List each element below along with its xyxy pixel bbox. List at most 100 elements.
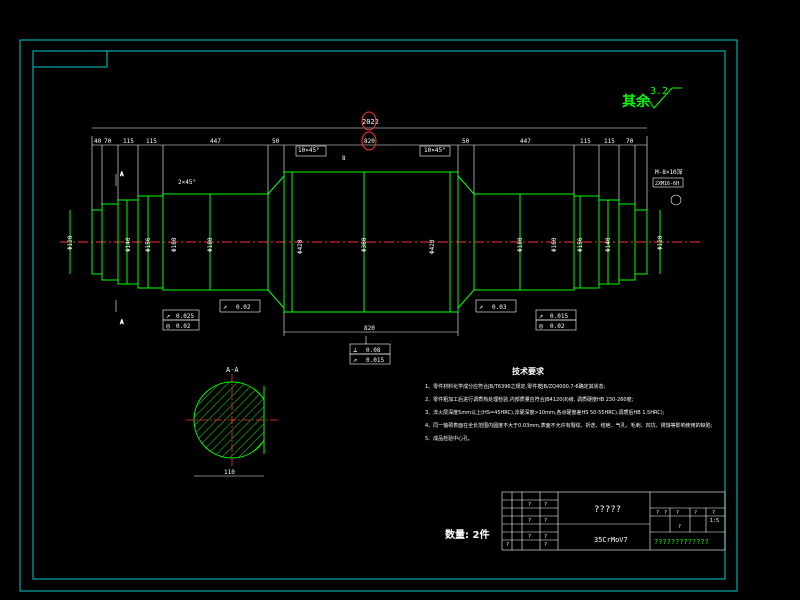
small-cell-1: ? (528, 502, 531, 508)
small-cell-8: ? (544, 542, 547, 548)
dim-seg-4: 115 (146, 138, 157, 145)
dia-body-inner-right: Φ420 (429, 239, 436, 254)
dia-right-5: Φ120 (657, 235, 664, 250)
ctol-1-symbol: ⊥ (353, 346, 357, 354)
small-cell-3: ? (528, 518, 531, 524)
inner-frame (32, 50, 726, 580)
tolerance-frame-6: ◎ 0.02 (535, 319, 577, 331)
dim-seg-7: 10×45° (298, 147, 320, 154)
tol-5-symbol: ↗ (539, 312, 543, 320)
title-company: ????????????? (654, 538, 709, 546)
tol-3-symbol: ↗ (223, 303, 227, 311)
overall-length-dim: 2022 (362, 118, 379, 126)
roughness-symbol (645, 87, 682, 109)
scale-cell-2: ? (664, 510, 667, 516)
dia-left-5: Φ180 (207, 237, 214, 252)
outer-frame (19, 39, 738, 592)
section-mark-a-top: A (120, 171, 124, 178)
shaft-outline (69, 171, 661, 313)
small-cell-6: ? (544, 534, 547, 540)
scale-cell-4: ? (694, 510, 697, 516)
tolerance-frame-4: ↗ 0.03 (475, 299, 517, 313)
dia-left-1: Φ120 (67, 235, 74, 250)
thread-note-box (652, 177, 684, 188)
scale-cell-5: ? (712, 510, 715, 516)
title-block (501, 491, 726, 551)
chamfer-left-label: 2×45° (178, 179, 196, 186)
notes-title: 技术要求 (512, 366, 545, 376)
small-cell-5: ? (528, 534, 531, 540)
tol-4-symbol: ↗ (479, 303, 483, 311)
tol-4-value: 0.03 (492, 304, 507, 311)
section-mark-a-bottom: A (120, 319, 124, 326)
datum-circle-right (670, 194, 682, 206)
center-tolerance-2: ↗ 0.015 (349, 353, 391, 365)
dim-seg-10: 10×45° (424, 147, 446, 154)
code-box (32, 50, 108, 68)
scale-cell-3: ? (676, 510, 679, 516)
small-cell-4: ? (544, 518, 547, 524)
dim-seg-11: 50 (462, 138, 470, 145)
tolerance-frame-1: ↗ 0.025 (162, 309, 200, 321)
dim-seg-12: 447 (520, 138, 531, 145)
note-5: 5、成品检验中心孔。 (425, 435, 473, 442)
roughness-label: 其余 (622, 93, 651, 110)
ctol-1-value: 0.08 (366, 347, 381, 354)
section-view: A-A 110 (186, 366, 280, 477)
top-segment-dims: 40 70 115 115 447 50 10×45° 8 820 10×45°… (94, 138, 634, 162)
small-cell-7: ? (506, 542, 509, 548)
center-tolerance-1: ⊥ 0.08 (349, 343, 391, 355)
title-small-cells: ? ? ? ? ? ? ? ? (506, 502, 547, 548)
center-body-dim: 820 (364, 325, 375, 332)
dim-seg-1: 40 (94, 138, 102, 145)
scale-cell-7: 1:5 (710, 518, 719, 524)
section-width: 110 (224, 469, 235, 476)
dia-right-2: Φ160 (551, 237, 558, 252)
tol-6-value: 0.02 (550, 323, 565, 330)
title-material: 35CrMoV7 (594, 536, 628, 544)
tolerance-frame-2: ◎ 0.02 (162, 319, 200, 331)
dim-seg-13: 115 (580, 138, 591, 145)
chamfer-box-right (419, 145, 451, 157)
small-cell-2: ? (544, 502, 547, 508)
note-1: 1、零件材料化学成分应符合JB/T6396之规定,零件按JB/ZQ4000.7-… (425, 383, 606, 390)
section-label: A-A (226, 366, 239, 374)
tol-1-value: 0.025 (176, 313, 194, 320)
dia-left-3: Φ156 (145, 237, 152, 252)
ctol-2-value: 0.015 (366, 357, 384, 364)
tol-2-value: 0.02 (176, 323, 191, 330)
quantity-label: 数量: 2件 (445, 528, 489, 541)
tolerance-frame-3: ↗ 0.02 (219, 299, 261, 313)
thread-note-2: 2XM16-6H (655, 181, 679, 187)
title-part-name: ????? (594, 505, 621, 515)
highlight-circle-overall (361, 111, 377, 131)
dia-left-2: Φ140 (125, 237, 132, 252)
dim-seg-3: 115 (123, 138, 134, 145)
note-4: 4、同一轴颈表面在全长范围内圆度不大于0.03mm,表面不允许有裂纹、折迭、结疤… (425, 422, 713, 429)
technical-notes: 技术要求 1、零件材料化学成分应符合JB/T6396之规定,零件按JB/ZQ40… (425, 366, 713, 442)
tol-3-value: 0.02 (236, 304, 251, 311)
tol-6-symbol: ◎ (539, 322, 544, 330)
extension-lines (91, 127, 648, 336)
dim-seg-9: 820 (364, 138, 375, 145)
title-scale-row: ? ? ? ? ? ? 1:5 (656, 510, 719, 530)
dim-seg-14: 115 (604, 138, 615, 145)
tol-2-symbol: ◎ (166, 322, 171, 330)
scale-cell-1: ? (656, 510, 659, 516)
tol-1-symbol: ↗ (166, 312, 170, 320)
section-markers: A A (115, 171, 124, 326)
dim-seg-6: 50 (272, 138, 280, 145)
dia-right-3: Φ156 (577, 237, 584, 252)
scale-cell-6: ? (678, 524, 681, 530)
dim-seg-2: 70 (104, 138, 112, 145)
highlight-circle-body (361, 131, 377, 151)
ctol-2-symbol: ↗ (353, 356, 357, 364)
section-flat (264, 382, 274, 458)
dia-body-inner-left: Φ420 (297, 239, 304, 254)
diameter-labels: Φ120 Φ140 Φ156 Φ160 Φ180 Φ420 Φ360 Φ420 … (67, 235, 664, 254)
dia-left-4: Φ160 (171, 237, 178, 252)
chamfer-box-left (295, 145, 327, 157)
tol-5-value: 0.015 (550, 313, 568, 320)
note-2: 2、零件粗加工后进行调质热处理检验,内部质量应符合JB4120(Ⅱ)级, 调质硬… (425, 396, 634, 403)
